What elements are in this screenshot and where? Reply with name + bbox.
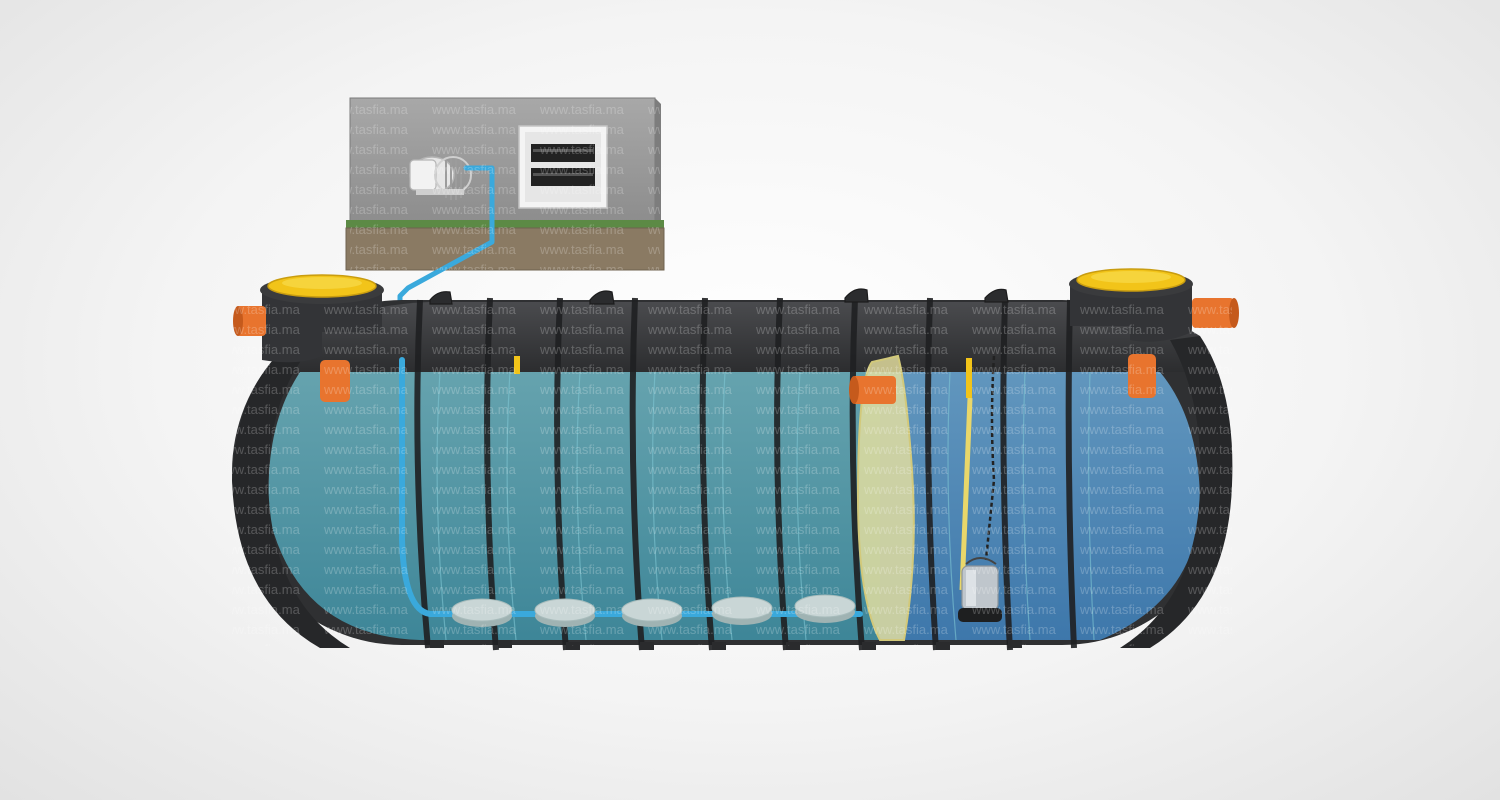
watermark-overlay	[232, 296, 1232, 646]
watermark-overlay-room	[350, 98, 660, 270]
septic-tank	[232, 268, 1239, 651]
